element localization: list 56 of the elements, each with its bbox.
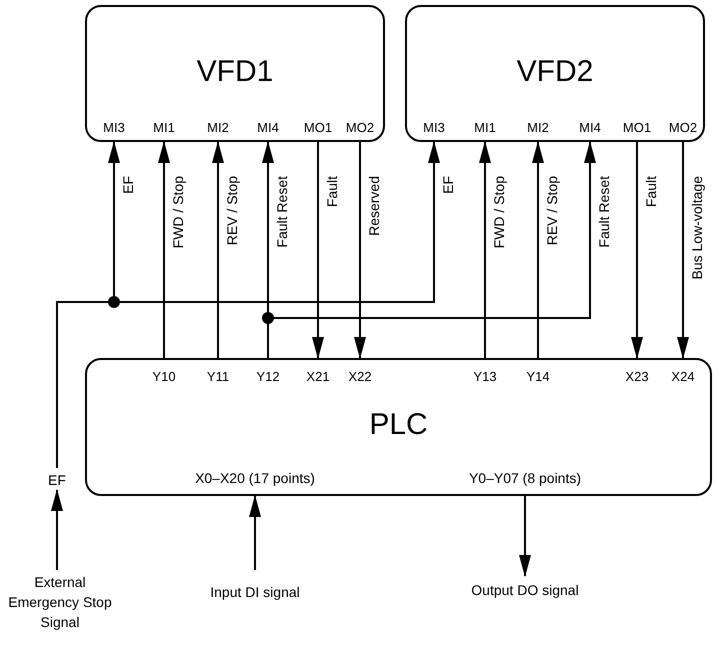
arrow [532, 141, 544, 358]
terminal-label: MI3 [417, 118, 451, 138]
terminal-label: MI4 [251, 118, 285, 138]
arrow [354, 142, 366, 359]
arrow [212, 141, 224, 358]
edge-label: FWD / Stop [170, 176, 186, 248]
edge-label: Reserved [366, 176, 382, 236]
terminal-label: Y13 [470, 360, 500, 387]
terminal-label: MO1 [620, 118, 654, 138]
terminal-label: X22 [345, 360, 375, 387]
terminal-label: MO2 [343, 118, 377, 138]
device-box [85, 358, 712, 496]
port-label: Y0–Y07 (8 points) [440, 468, 610, 494]
terminal-label: Y11 [203, 360, 233, 387]
terminal-label: Y14 [523, 360, 553, 387]
terminal-label: MI1 [147, 118, 181, 138]
arrow [677, 142, 689, 359]
device-name: VFD2 [516, 55, 594, 89]
signal-label: Output DO signal [445, 580, 605, 600]
terminal-label: MI1 [468, 118, 502, 138]
terminal-label: Y10 [149, 360, 179, 387]
terminal-label: X23 [622, 360, 652, 387]
terminal-label: MO2 [666, 118, 700, 138]
arrow [249, 495, 261, 570]
arrow [51, 489, 63, 570]
edge-label: Fault Reset [596, 176, 612, 248]
terminal-label: MI2 [521, 118, 555, 138]
device-box [405, 5, 705, 142]
terminal-label: X21 [303, 360, 333, 387]
edge-label: FWD / Stop [491, 176, 507, 248]
arrow [312, 142, 324, 359]
arrow [631, 142, 643, 359]
signal-label: Input DI signal [185, 582, 325, 602]
edge-label: Bus Low-voltage [689, 176, 705, 280]
edge-label: Fault [643, 176, 659, 208]
terminal-label: X24 [668, 360, 698, 387]
terminal-label: Y12 [253, 360, 283, 387]
edge-label: Fault Reset [274, 176, 290, 248]
device-name: VFD1 [196, 55, 274, 89]
edge-label: REV / Stop [544, 176, 560, 246]
signal-label: External Emergency Stop Signal [0, 572, 120, 632]
port-label: X0–X20 (17 points) [170, 468, 340, 494]
edge-label: REV / Stop [224, 176, 240, 246]
edge-label: EF [120, 176, 136, 194]
device-box [85, 5, 385, 142]
terminal-label: MO1 [301, 118, 335, 138]
arrow [158, 141, 170, 358]
terminal-label: MI4 [573, 118, 607, 138]
arrow [479, 141, 491, 358]
device-name: PLC [368, 408, 429, 442]
edge-label: EF [440, 176, 456, 194]
arrow [519, 496, 531, 577]
signal-label: EF [42, 470, 72, 490]
terminal-label: MI3 [97, 118, 131, 138]
edge-label: Fault [324, 176, 340, 208]
terminal-label: MI2 [201, 118, 235, 138]
